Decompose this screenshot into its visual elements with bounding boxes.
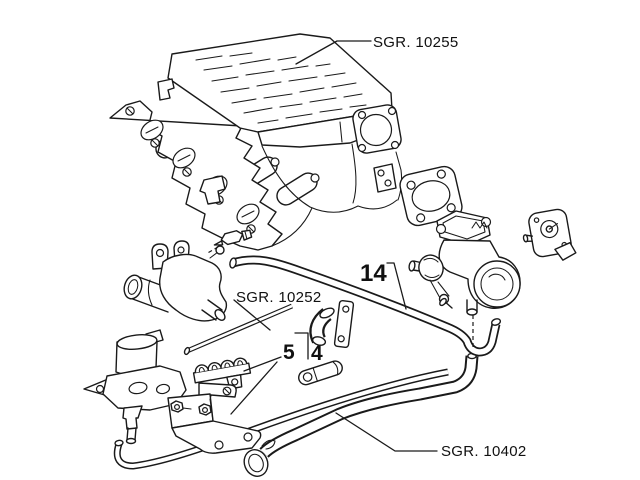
throttle-position-sensor	[522, 208, 577, 261]
callout-item-14: 14	[360, 260, 407, 310]
elbow-hose	[309, 307, 335, 346]
hose-clamp-item5	[192, 357, 252, 390]
callout-items-5-4: 5 4	[230, 332, 323, 415]
cover-ribs	[195, 52, 367, 124]
hose-clip-tab	[261, 439, 276, 450]
coolant-hose-main	[243, 352, 479, 477]
label-item-5: 5	[283, 341, 295, 364]
throttle-body	[408, 210, 521, 316]
callout-sgr-10402: SGR. 10402	[335, 412, 527, 460]
vacuum-hose-14	[229, 255, 502, 357]
callout-sgr-10252: SGR. 10252	[233, 289, 322, 331]
strip-bracket	[333, 299, 355, 349]
spacer-cylinder	[298, 360, 343, 386]
metal-pipe	[183, 303, 293, 356]
label-item-14: 14	[360, 260, 387, 287]
callout-sgr-10255: SGR. 10255	[295, 34, 459, 65]
mounting-bracket-item4	[167, 382, 262, 454]
label-sgr-10255: SGR. 10255	[373, 34, 459, 51]
thermostat-housing	[123, 240, 228, 322]
label-sgr-10402: SGR. 10402	[441, 443, 527, 460]
label-item-4: 4	[311, 342, 323, 365]
sensor-assembly-dashes	[205, 246, 219, 255]
throttle-gasket	[399, 165, 463, 227]
label-sgr-10252: SGR. 10252	[236, 289, 322, 306]
manifold-bracket	[373, 163, 397, 193]
intake-manifold	[109, 33, 403, 251]
coolant-temp-sensor	[213, 229, 253, 246]
